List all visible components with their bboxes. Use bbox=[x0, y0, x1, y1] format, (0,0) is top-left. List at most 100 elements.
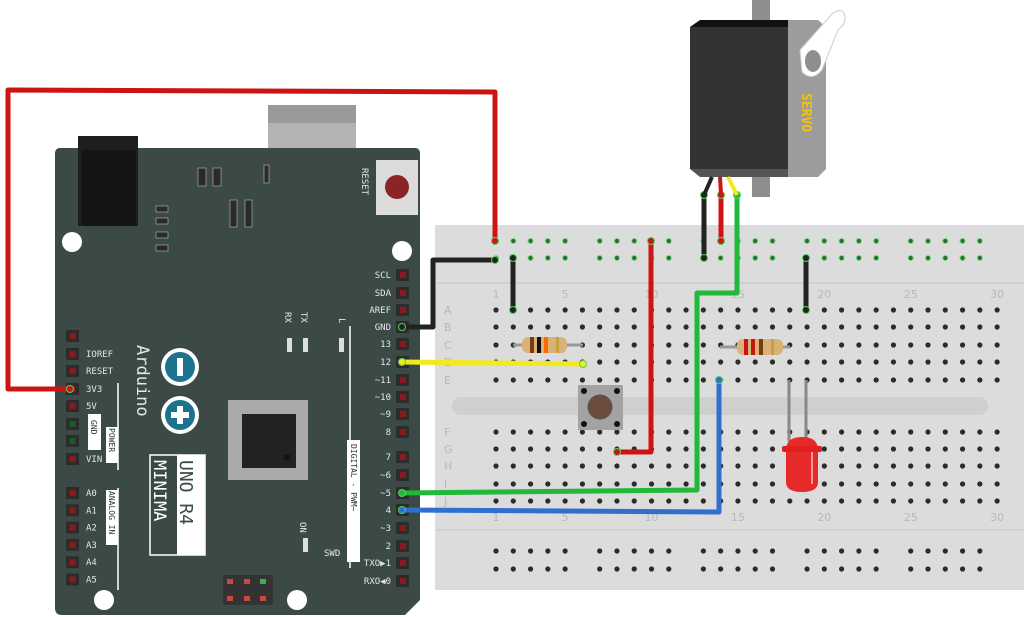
wire-end[interactable] bbox=[802, 254, 810, 262]
breadboard-hole[interactable] bbox=[769, 481, 776, 487]
breadboard-hole[interactable] bbox=[821, 463, 827, 469]
power-rail-hole[interactable] bbox=[545, 548, 551, 554]
breadboard-hole[interactable] bbox=[510, 498, 516, 504]
wire-end[interactable] bbox=[700, 254, 708, 262]
breadboard-hole[interactable] bbox=[890, 446, 897, 452]
breadboard-hole[interactable] bbox=[873, 429, 879, 435]
breadboard-hole[interactable] bbox=[804, 324, 810, 330]
breadboard-hole[interactable] bbox=[752, 307, 758, 313]
breadboard-hole[interactable] bbox=[769, 446, 776, 452]
breadboard-hole[interactable] bbox=[856, 498, 862, 504]
breadboard-hole[interactable] bbox=[545, 307, 551, 313]
wire-end[interactable] bbox=[491, 237, 499, 245]
breadboard-hole[interactable] bbox=[493, 429, 499, 435]
power-rail-hole[interactable] bbox=[873, 254, 880, 262]
breadboard-hole[interactable] bbox=[890, 377, 897, 383]
breadboard-hole[interactable] bbox=[597, 307, 603, 313]
breadboard-hole[interactable] bbox=[666, 446, 672, 452]
breadboard-hole[interactable] bbox=[752, 429, 758, 435]
breadboard-hole[interactable] bbox=[545, 463, 551, 469]
breadboard-hole[interactable] bbox=[769, 498, 776, 504]
breadboard-hole[interactable] bbox=[977, 342, 983, 348]
breadboard-hole[interactable] bbox=[735, 359, 741, 365]
breadboard-hole[interactable] bbox=[614, 359, 620, 365]
breadboard-hole[interactable] bbox=[666, 324, 672, 330]
breadboard-hole[interactable] bbox=[562, 498, 568, 504]
breadboard-hole[interactable] bbox=[959, 307, 966, 313]
breadboard-hole[interactable] bbox=[959, 446, 966, 452]
power-rail-hole[interactable] bbox=[856, 548, 862, 554]
breadboard-hole[interactable] bbox=[527, 498, 534, 504]
wire-end[interactable] bbox=[717, 237, 725, 245]
power-rail-hole[interactable] bbox=[976, 237, 983, 245]
breadboard-hole[interactable] bbox=[787, 307, 793, 313]
breadboard-hole[interactable] bbox=[597, 342, 603, 348]
breadboard-hole[interactable] bbox=[735, 463, 741, 469]
reset-button-cap[interactable] bbox=[385, 175, 409, 199]
power-rail-hole[interactable] bbox=[648, 548, 655, 554]
breadboard-hole[interactable] bbox=[856, 463, 862, 469]
breadboard-hole[interactable] bbox=[821, 359, 827, 365]
breadboard-hole[interactable] bbox=[527, 429, 534, 435]
power-rail-hole[interactable] bbox=[942, 254, 949, 262]
breadboard-hole[interactable] bbox=[977, 463, 983, 469]
breadboard-hole[interactable] bbox=[527, 324, 534, 330]
power-rail-hole[interactable] bbox=[596, 237, 603, 245]
breadboard-hole[interactable] bbox=[562, 377, 568, 383]
power-rail-hole[interactable] bbox=[976, 254, 983, 262]
breadboard-hole[interactable] bbox=[752, 481, 758, 487]
breadboard-hole[interactable] bbox=[942, 463, 948, 469]
power-rail-hole[interactable] bbox=[752, 237, 759, 245]
breadboard-hole[interactable] bbox=[821, 377, 827, 383]
breadboard-hole[interactable] bbox=[700, 307, 706, 313]
wire-end[interactable] bbox=[398, 323, 406, 331]
breadboard-hole[interactable] bbox=[648, 481, 655, 487]
power-rail-hole[interactable] bbox=[803, 237, 811, 245]
breadboard-hole[interactable] bbox=[839, 481, 845, 487]
breadboard-hole[interactable] bbox=[925, 498, 931, 504]
power-rail-hole[interactable] bbox=[855, 254, 862, 262]
power-rail-hole[interactable] bbox=[873, 566, 879, 572]
power-rail-hole[interactable] bbox=[908, 548, 914, 554]
breadboard-hole[interactable] bbox=[614, 498, 620, 504]
breadboard-hole[interactable] bbox=[683, 359, 689, 365]
power-rail-hole[interactable] bbox=[631, 548, 637, 554]
breadboard-hole[interactable] bbox=[839, 307, 845, 313]
breadboard-hole[interactable] bbox=[510, 324, 516, 330]
breadboard-hole[interactable] bbox=[873, 481, 879, 487]
power-rail-hole[interactable] bbox=[959, 566, 966, 572]
breadboard-hole[interactable] bbox=[545, 446, 551, 452]
breadboard-hole[interactable] bbox=[994, 446, 1000, 452]
breadboard-hole[interactable] bbox=[839, 498, 845, 504]
breadboard-hole[interactable] bbox=[545, 498, 551, 504]
breadboard-hole[interactable] bbox=[579, 307, 586, 313]
breadboard-hole[interactable] bbox=[700, 429, 706, 435]
breadboard-hole[interactable] bbox=[752, 463, 758, 469]
breadboard-hole[interactable] bbox=[890, 463, 897, 469]
breadboard-hole[interactable] bbox=[700, 359, 706, 365]
breadboard-hole[interactable] bbox=[597, 446, 603, 452]
power-rail-hole[interactable] bbox=[631, 254, 638, 262]
breadboard-hole[interactable] bbox=[510, 377, 516, 383]
breadboard-hole[interactable] bbox=[925, 377, 931, 383]
power-rail-hole[interactable] bbox=[614, 566, 620, 572]
breadboard-hole[interactable] bbox=[873, 359, 879, 365]
breadboard-hole[interactable] bbox=[890, 498, 897, 504]
wire-end[interactable] bbox=[66, 385, 74, 393]
power-rail-hole[interactable] bbox=[544, 237, 551, 245]
breadboard-hole[interactable] bbox=[994, 307, 1000, 313]
breadboard-hole[interactable] bbox=[631, 498, 637, 504]
breadboard-hole[interactable] bbox=[700, 463, 706, 469]
breadboard-hole[interactable] bbox=[856, 342, 862, 348]
breadboard-hole[interactable] bbox=[856, 446, 862, 452]
breadboard-hole[interactable] bbox=[683, 429, 689, 435]
power-rail-hole[interactable] bbox=[527, 566, 534, 572]
breadboard-hole[interactable] bbox=[527, 463, 534, 469]
power-rail-hole[interactable] bbox=[631, 566, 637, 572]
power-rail-hole[interactable] bbox=[631, 237, 638, 245]
power-rail-hole[interactable] bbox=[925, 566, 931, 572]
breadboard-hole[interactable] bbox=[597, 377, 603, 383]
breadboard-hole[interactable] bbox=[959, 377, 966, 383]
breadboard-hole[interactable] bbox=[614, 429, 620, 435]
breadboard-hole[interactable] bbox=[562, 324, 568, 330]
